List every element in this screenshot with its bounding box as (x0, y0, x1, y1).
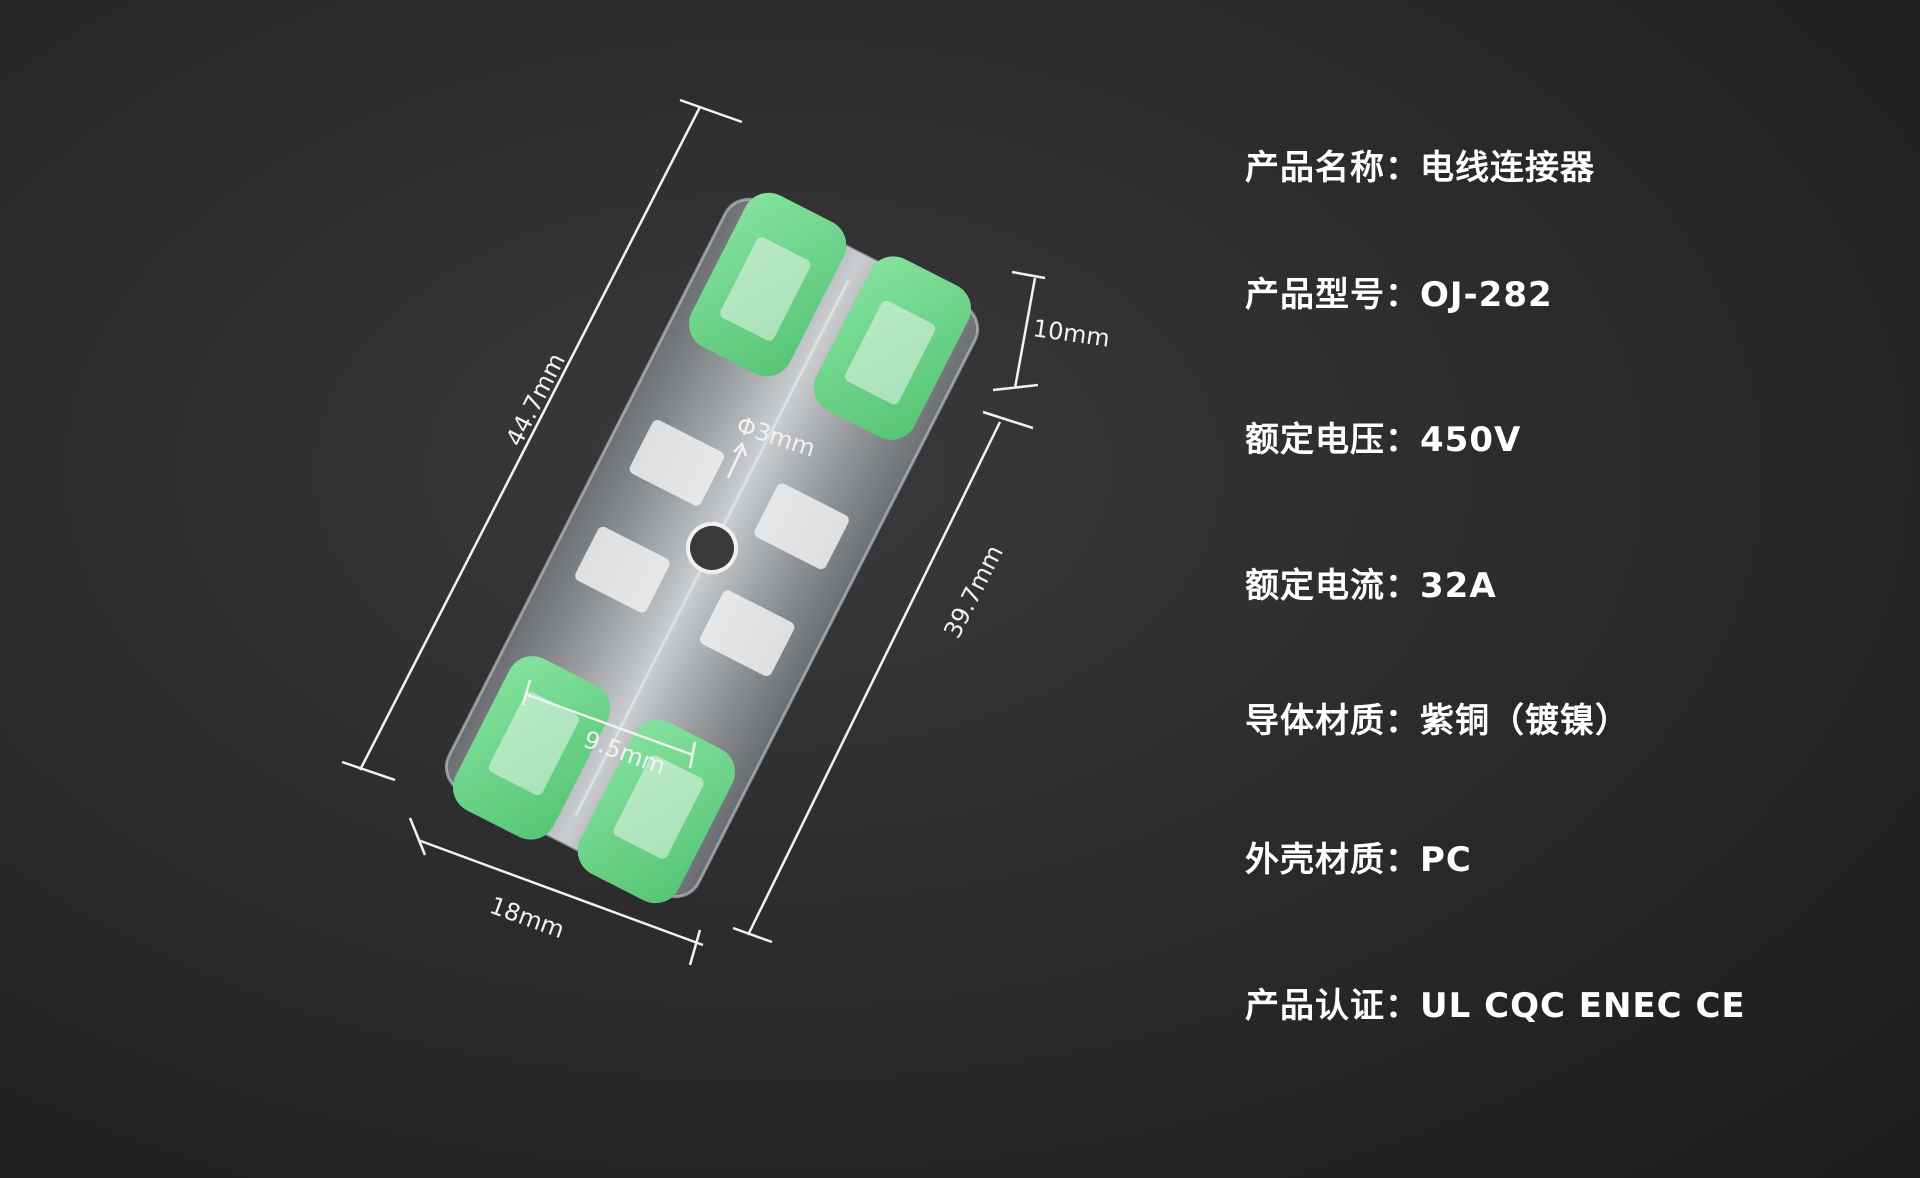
spec-conductor-material: 导体材质：紫铜（镀镍） (1245, 693, 1630, 742)
spec-rated-current: 额定电流：32A (1245, 558, 1497, 607)
dim-hole-arrow (726, 447, 744, 479)
spec-label: 导体材质： (1245, 701, 1420, 741)
spec-label: 产品认证： (1245, 986, 1420, 1026)
dim-overall-length-line (358, 106, 702, 771)
spec-label: 产品名称： (1245, 148, 1420, 188)
clamp (629, 419, 725, 506)
lever-bottom-right (577, 719, 735, 904)
spec-certification: 产品认证：UL CQC ENEC CE (1245, 978, 1746, 1027)
spec-model: 产品型号：OJ-282 (1245, 267, 1553, 316)
wire-connector (444, 192, 980, 904)
dim-width-line (417, 838, 704, 947)
clamp (754, 483, 849, 570)
dim-body-length-line (746, 421, 1002, 936)
spec-value: 450V (1420, 420, 1522, 460)
label-width: 18mm (486, 891, 568, 944)
spec-label: 外壳材质： (1245, 840, 1420, 880)
spec-label: 产品型号： (1245, 275, 1420, 315)
dim-pitch-line (527, 693, 694, 757)
spec-value: 电线连接器 (1420, 148, 1595, 188)
dim-lever-length-line (1013, 277, 1037, 389)
spec-rated-voltage: 额定电压：450V (1245, 412, 1521, 461)
label-lever-length: 10mm (1031, 314, 1111, 352)
lever-top-left (689, 192, 847, 377)
spec-value: 紫铜（镀镍） (1420, 701, 1630, 741)
spec-value: PC (1420, 840, 1472, 880)
mounting-hole (686, 522, 738, 574)
spec-housing-material: 外壳材质：PC (1245, 832, 1472, 881)
spec-product-name: 产品名称：电线连接器 (1245, 140, 1595, 189)
spec-label: 额定电压： (1245, 420, 1420, 460)
spec-label: 额定电流： (1245, 566, 1420, 606)
dimension-lines (341, 98, 1046, 966)
spec-value: 32A (1420, 566, 1497, 606)
lever-bottom-left (452, 656, 611, 840)
label-overall-length: 44.7mm (500, 349, 570, 451)
clamp (575, 526, 670, 613)
spec-value: OJ-282 (1420, 275, 1553, 315)
lever-top-right (813, 256, 972, 440)
spec-value: UL CQC ENEC CE (1420, 986, 1746, 1026)
clamp (699, 590, 795, 677)
label-body-length: 39.7mm (938, 541, 1008, 643)
